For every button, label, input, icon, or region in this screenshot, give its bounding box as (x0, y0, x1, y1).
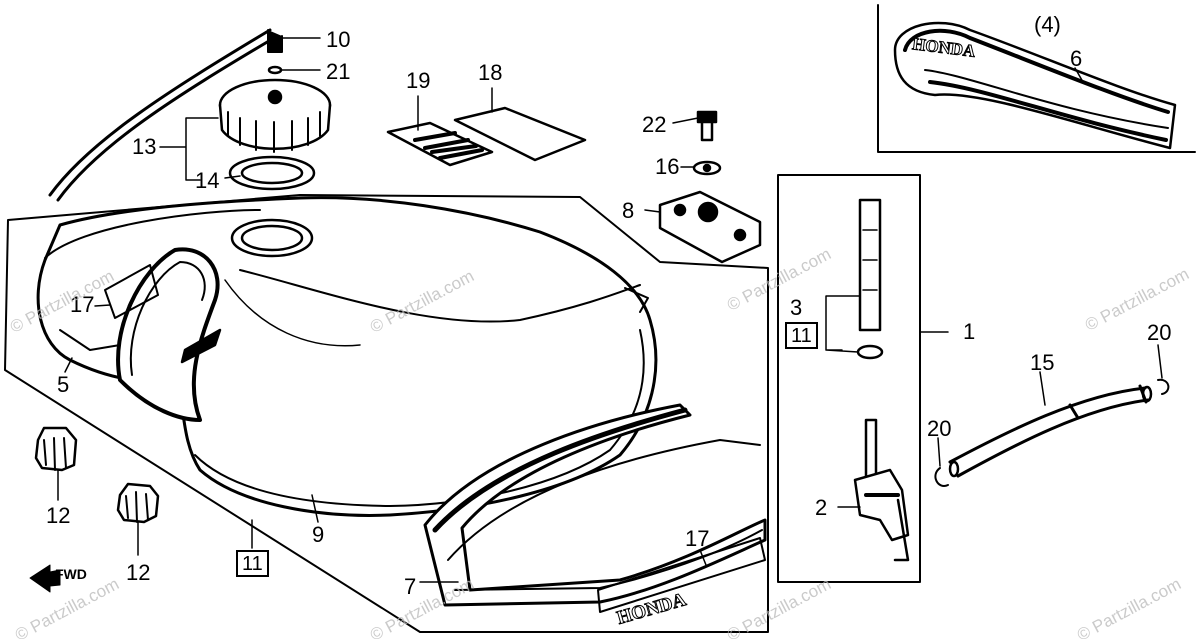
callout-18: 18 (478, 60, 503, 85)
assembly-boundary (4, 194, 769, 633)
callout-8: 8 (622, 198, 635, 223)
callout-2: 2 (815, 495, 828, 520)
bolt-22 (696, 110, 718, 142)
callout-13: 13 (132, 134, 157, 159)
fuel-hose-15 (948, 384, 1153, 478)
fwd-arrow (29, 564, 61, 593)
petcock-group-box (777, 174, 921, 583)
callout-5: 5 (57, 372, 70, 397)
callout-leader-8 (644, 209, 661, 213)
callout-16: 16 (655, 154, 680, 179)
callout-12-lower: 12 (126, 560, 151, 585)
fwd-label: FWD (55, 566, 87, 582)
callout-1: 1 (963, 319, 976, 344)
callout-leader-20a (937, 437, 941, 467)
callout-7: 7 (404, 574, 417, 599)
callout-leader-17a (94, 304, 111, 307)
hose-clip-left (934, 467, 949, 487)
emblem-detail-box (877, 4, 1196, 153)
callout-17-left: 17 (70, 292, 95, 317)
hose-clip-right (1157, 378, 1170, 395)
callout-leader-14 (224, 175, 241, 179)
callout-leader-13 (159, 117, 219, 181)
emblem-19 (386, 121, 494, 167)
callout-leader-22 (672, 117, 699, 124)
emblem-18 (453, 106, 587, 162)
callout-22: 22 (642, 112, 667, 137)
callout-20-right: 20 (1147, 320, 1172, 345)
callout-20-left: 20 (927, 416, 952, 441)
knee-pad (116, 247, 220, 422)
callout-12-upper: 12 (46, 503, 71, 528)
o-ring-21 (267, 65, 283, 75)
callout-leader-15 (1039, 371, 1046, 406)
decal-17-left (104, 264, 159, 319)
strainer-3 (858, 198, 882, 332)
washer-16 (692, 160, 722, 176)
callout-6: 6 (1070, 46, 1083, 71)
cap-nut-lower (116, 482, 160, 524)
breather-tube (48, 28, 272, 197)
callout-17-bottom: 17 (685, 526, 710, 551)
callout-leader-20b (1157, 344, 1163, 379)
side-stripe (423, 403, 767, 607)
callout-leader-17b (699, 549, 707, 566)
callout-3: 3 (790, 295, 803, 320)
callout-11-box-right: 11 (785, 322, 818, 349)
callout-21: 21 (326, 59, 351, 84)
bracket-8 (658, 190, 762, 264)
cap-gasket (228, 155, 316, 191)
callout-4: (4) (1034, 12, 1061, 37)
callout-leader-9 (311, 494, 319, 523)
honda-decal-bottom (597, 537, 766, 613)
callout-9: 9 (312, 522, 325, 547)
callout-15: 15 (1030, 350, 1055, 375)
callout-11-box-left: 11 (236, 550, 269, 577)
callout-10: 10 (326, 27, 351, 52)
cap-nut-upper (34, 426, 78, 472)
emblem-6 (893, 21, 1177, 150)
callout-leader-6 (1074, 67, 1084, 83)
callout-14: 14 (195, 168, 220, 193)
callout-leader-5 (64, 357, 73, 373)
fuel-valve-2 (853, 418, 910, 562)
fuel-cap (218, 78, 332, 153)
callout-19: 19 (406, 68, 431, 93)
fuel-tank (36, 196, 658, 517)
